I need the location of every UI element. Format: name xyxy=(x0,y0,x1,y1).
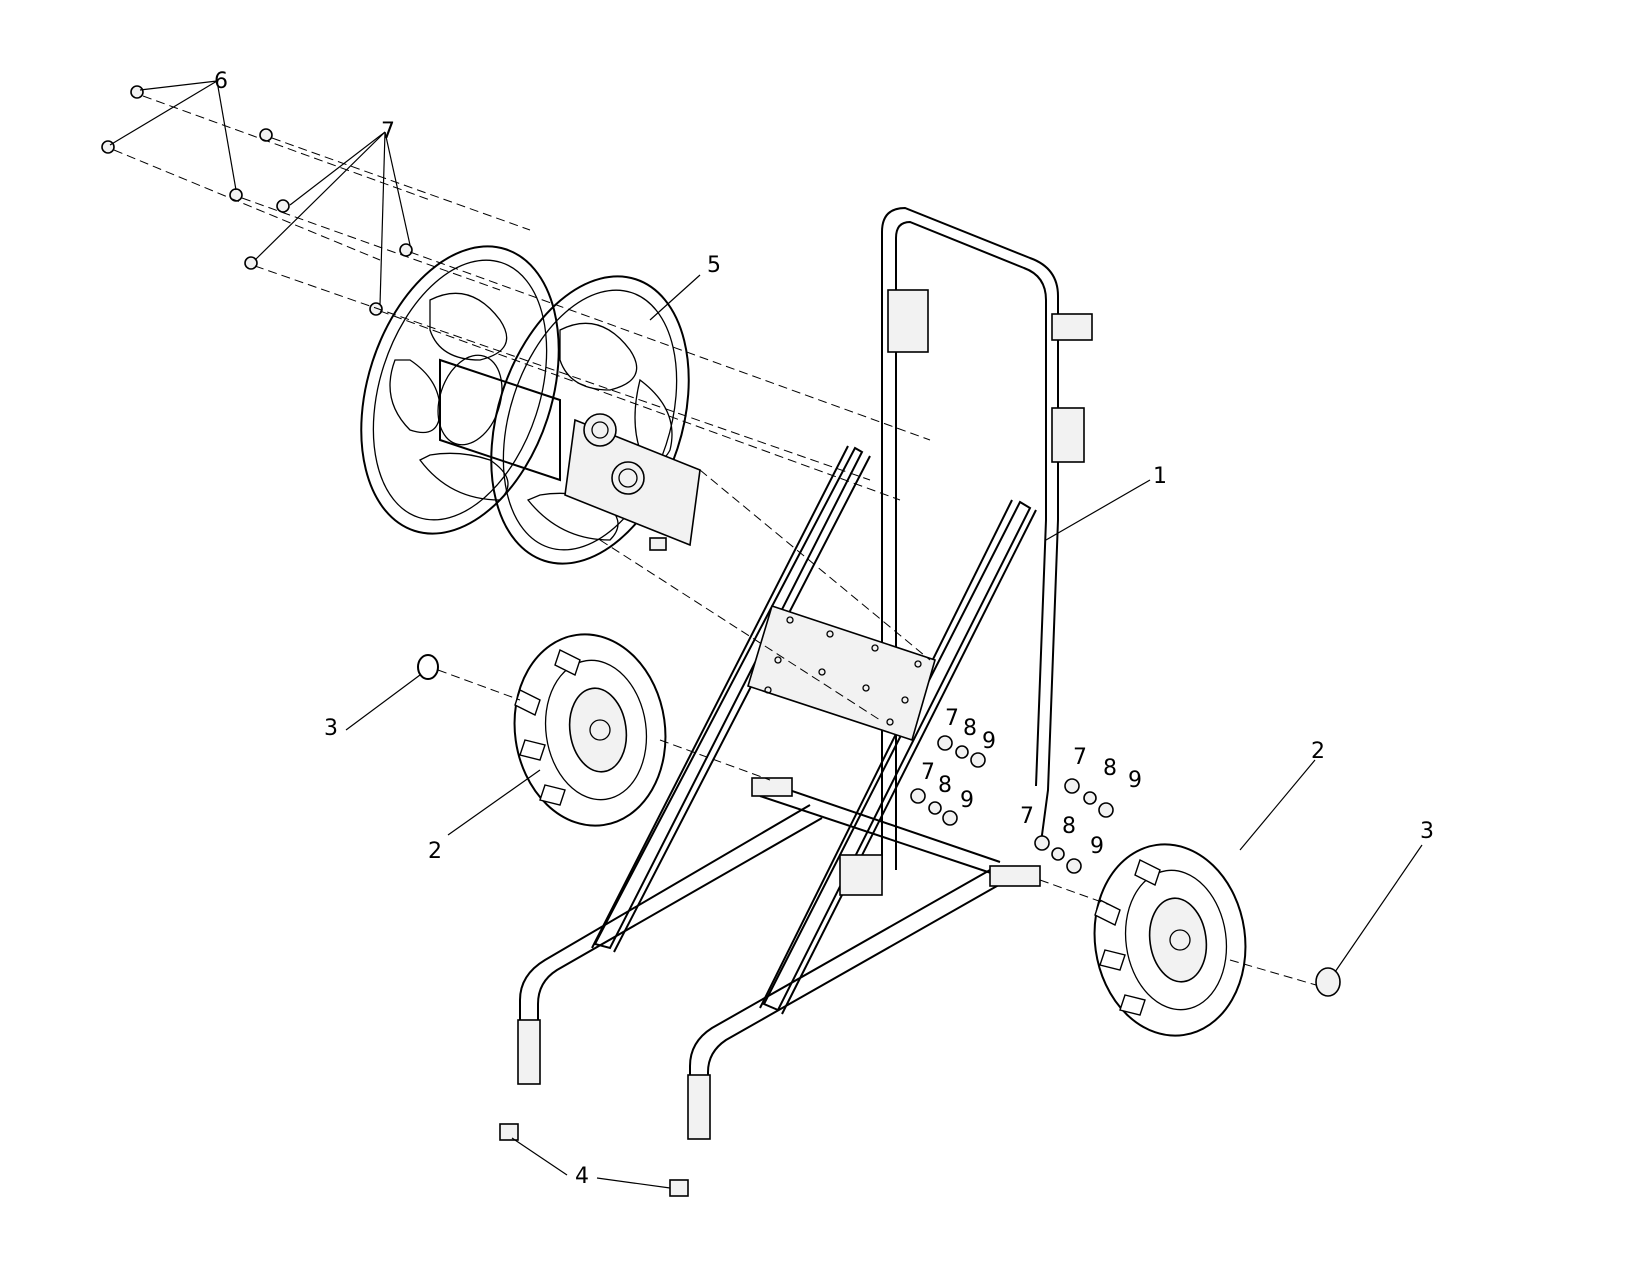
axle-stub-left xyxy=(751,777,793,797)
left-foot-tube xyxy=(517,1019,541,1085)
axle-stub-right xyxy=(989,865,1041,887)
callout-washers-top: 7 xyxy=(381,119,395,144)
reel-spindle xyxy=(583,413,617,447)
washer-4 xyxy=(369,302,383,316)
foot-cap-right xyxy=(669,1179,689,1197)
nut-sets xyxy=(910,735,1114,874)
bolt-2 xyxy=(101,140,115,154)
callout-nut-c: 8 xyxy=(1103,756,1117,781)
cart-frame xyxy=(517,206,1093,1140)
right-wheel xyxy=(1093,843,1247,1037)
callout-wheel-left: 2 xyxy=(428,839,442,864)
callout-bolts: 6 xyxy=(214,69,228,94)
washer-1 xyxy=(399,243,413,257)
callout-locknut-a: 9 xyxy=(982,729,996,754)
reel-mounting-plate xyxy=(747,604,936,742)
callout-frame: 1 xyxy=(1153,464,1167,489)
callout-nut-a: 8 xyxy=(963,716,977,741)
hook-bracket-right xyxy=(1051,313,1093,341)
callout-hubcap-right: 3 xyxy=(1420,819,1434,844)
reel-crank-knob xyxy=(611,461,645,495)
hook-bracket-lower xyxy=(1051,407,1085,463)
callout-washer-b: 7 xyxy=(921,760,935,785)
washer-2 xyxy=(276,199,290,213)
callout-nut-d: 8 xyxy=(1062,814,1076,839)
hubcap-right xyxy=(1315,967,1341,997)
callout-hose-reel: 5 xyxy=(707,253,721,278)
callout-nut-b: 8 xyxy=(938,773,952,798)
callout-locknut-c: 9 xyxy=(1128,768,1142,793)
washer-3 xyxy=(244,256,258,270)
foot-cap-left xyxy=(499,1123,519,1141)
callout-washer-d: 7 xyxy=(1020,804,1034,829)
left-wheel xyxy=(513,633,667,827)
callout-hubcap-left: 3 xyxy=(324,716,338,741)
callout-washer-c: 7 xyxy=(1073,745,1087,770)
leader-lines xyxy=(109,80,1423,1189)
callout-washer-a: 7 xyxy=(945,706,959,731)
bolt-1 xyxy=(130,85,144,99)
hose-reel-assembly xyxy=(360,245,701,565)
callout-locknut-b: 9 xyxy=(960,788,974,813)
reel-latch xyxy=(649,537,667,551)
callout-locknut-d: 9 xyxy=(1090,834,1104,859)
callout-labels: 1 2 2 3 3 4 5 6 7 7 8 9 7 8 9 7 8 9 7 8 … xyxy=(214,69,1434,1189)
hook-bracket-left xyxy=(887,289,929,353)
callout-wheel-right: 2 xyxy=(1311,739,1325,764)
reel-hardware xyxy=(101,85,931,721)
hubcap-left xyxy=(417,654,439,680)
callout-foot-caps: 4 xyxy=(575,1164,589,1189)
right-foot-tube xyxy=(687,1074,711,1140)
lower-mount-block xyxy=(839,854,883,896)
